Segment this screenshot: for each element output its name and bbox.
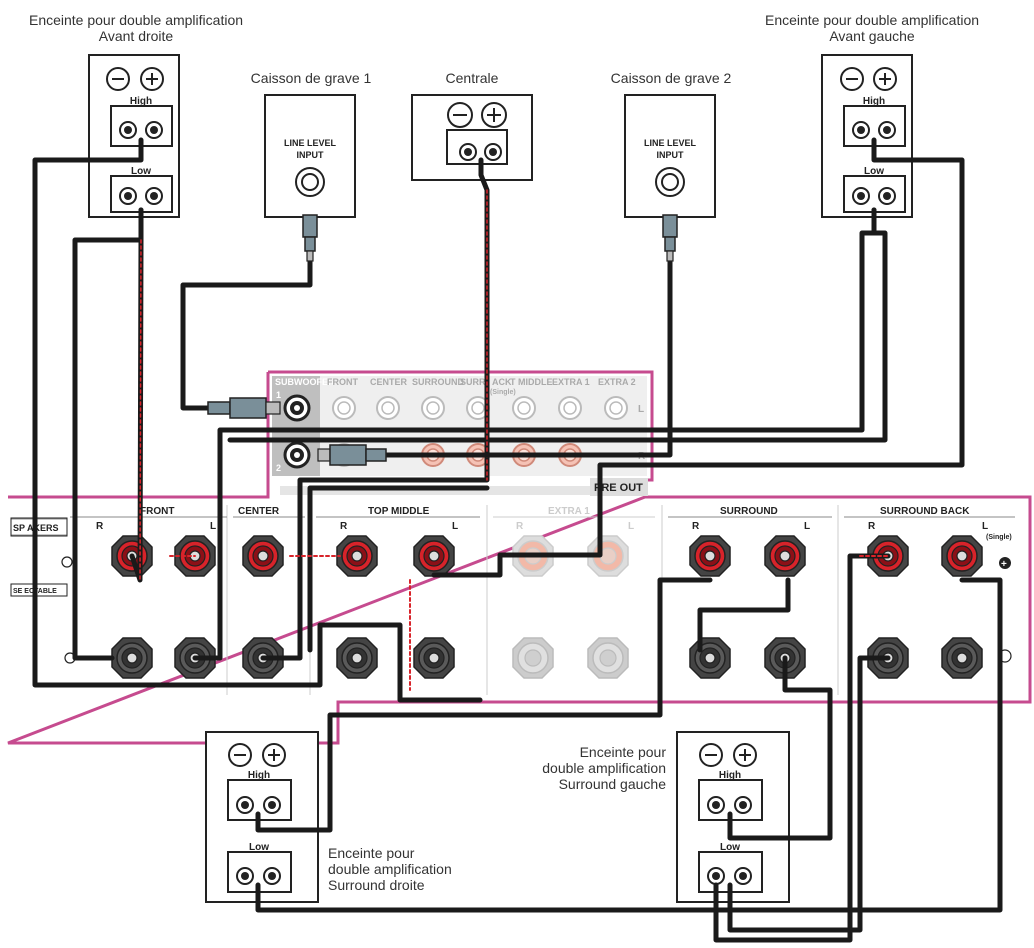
label-surround-right: Enceinte pour double amplification Surro… xyxy=(328,845,528,893)
label-subwoofer-1: Caisson de grave 1 xyxy=(250,70,372,86)
group-label-l: L xyxy=(804,521,810,532)
group-label-l: L xyxy=(982,521,988,532)
group-label-l: L xyxy=(210,521,216,532)
preout-channel-label: CENTER xyxy=(370,377,408,387)
speaker-surround-left xyxy=(676,731,790,903)
preout-channel-label: EXTRA 1 xyxy=(552,377,590,387)
center-box xyxy=(411,94,533,181)
preout-title: PRE OUT xyxy=(594,482,643,494)
input-label: INPUT xyxy=(297,150,325,160)
label-line: Surround gauche xyxy=(558,776,666,792)
preout-num-1: 1 xyxy=(276,390,281,400)
label-line: double amplification xyxy=(542,760,666,776)
label-line: Surround droite xyxy=(328,877,425,893)
group-label-center: CENTER xyxy=(238,506,280,517)
subwoofer-1-box xyxy=(264,94,356,218)
preout-channel-label: SUBWOOFER xyxy=(275,377,335,387)
group-label-r: R xyxy=(340,521,348,532)
label-line: Enceinte pour xyxy=(579,744,666,760)
subwoofer-2-box xyxy=(624,94,716,218)
svg-text:+: + xyxy=(1001,559,1007,570)
low-label: Low xyxy=(131,166,151,177)
group-label-r: R xyxy=(96,521,104,532)
label-front-left: Enceinte pour double amplification Avant… xyxy=(736,12,1008,44)
label-line: Avant droite xyxy=(98,28,174,44)
label-line: Enceinte pour xyxy=(328,845,415,861)
preout-num-2: 2 xyxy=(276,463,281,473)
group-label-extra1: EXTRA 1 xyxy=(548,506,590,517)
preout-side-l: L xyxy=(638,404,644,415)
group-label-r: R xyxy=(692,521,700,532)
group-label-l: L xyxy=(452,521,458,532)
label-surround-left: Enceinte pour double amplification Surro… xyxy=(480,744,666,792)
group-label-top-middle: TOP MIDDLE xyxy=(368,506,430,517)
rca-plugs xyxy=(207,214,678,466)
preout-channel-label: SURROUND xyxy=(412,377,465,387)
group-label-r: R xyxy=(516,521,524,532)
preout-channel-label: SURR xyxy=(460,377,486,387)
group-label-surround: SURROUND xyxy=(720,506,778,517)
group-label-surround-back: SURROUND BACK xyxy=(880,506,970,517)
label-center: Centrale xyxy=(445,70,499,86)
preout-channel-label: EXTRA 2 xyxy=(598,377,636,387)
label-subwoofer-2: Caisson de grave 2 xyxy=(610,70,732,86)
preout-channel-label: ACK xyxy=(492,377,512,387)
preout-channel-label: T MIDDLE xyxy=(510,377,553,387)
single-label: (Single) xyxy=(986,534,1012,541)
label-line: Avant gauche xyxy=(829,28,915,44)
speaker-front-right xyxy=(88,54,180,218)
preout-channel-label: FRONT xyxy=(327,377,358,387)
group-label-r: R xyxy=(868,521,876,532)
label-line: Enceinte pour double amplification xyxy=(764,12,980,28)
speaker-front-left xyxy=(821,54,913,218)
high-label: High xyxy=(863,96,885,107)
line-level-label: LINE LEVEL xyxy=(644,138,697,148)
high-label: High xyxy=(248,770,270,781)
line-level-label: LINE LEVEL xyxy=(284,138,337,148)
speaker-cables xyxy=(32,137,1003,943)
label-line: Enceinte pour double amplification xyxy=(28,12,244,28)
label-line: double amplification xyxy=(328,861,452,877)
low-label: Low xyxy=(720,842,740,853)
low-label: Low xyxy=(864,166,884,177)
label-front-right: Enceinte pour double amplification Avant… xyxy=(0,12,272,44)
preout-single-label: (Single) xyxy=(490,389,516,396)
group-label-l: L xyxy=(628,521,634,532)
input-label: INPUT xyxy=(657,150,685,160)
speaker-surround-right xyxy=(205,731,319,903)
plus-mark xyxy=(999,557,1011,569)
low-label: Low xyxy=(249,842,269,853)
group-label-front: FRONT xyxy=(140,506,174,517)
high-label: High xyxy=(719,770,741,781)
high-label: High xyxy=(130,96,152,107)
